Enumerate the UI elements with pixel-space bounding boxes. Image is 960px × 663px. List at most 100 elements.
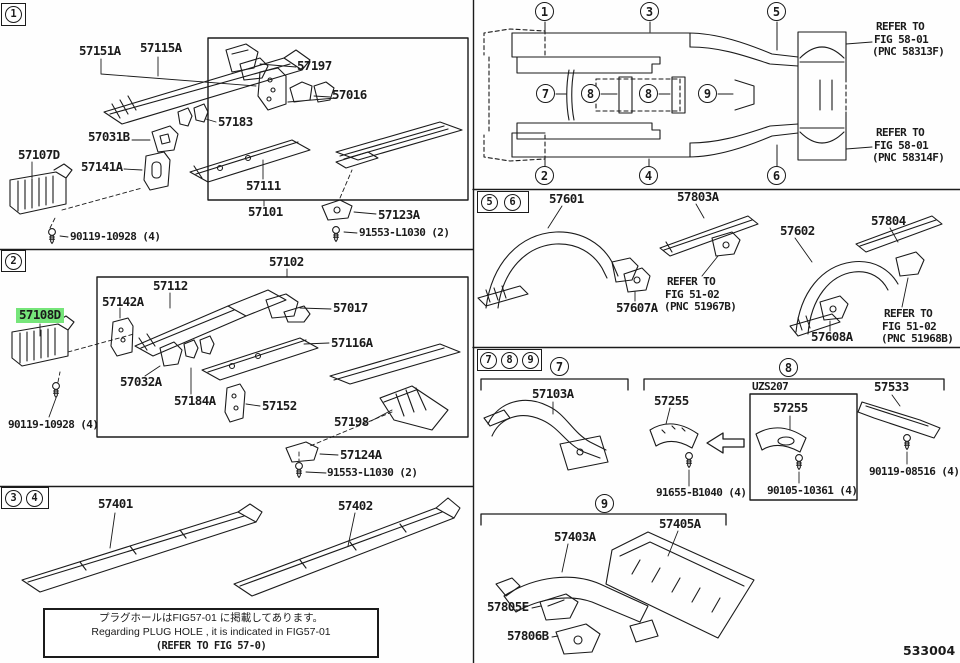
panel56-parts [477, 203, 943, 337]
overview-callout-6: 6 [767, 166, 786, 185]
badge-5: 5 [481, 194, 498, 211]
refer-line: FIG 51-02 [665, 287, 720, 301]
fastener-label-91655-b1040[interactable]: 91655-B1040 (4) [656, 486, 747, 499]
part-57607a [623, 267, 651, 293]
panel2-leaders [39, 268, 393, 474]
badge-9: 9 [522, 352, 539, 369]
refer-line: REFER TO [876, 20, 925, 33]
part-label-57124a[interactable]: 57124A [340, 447, 382, 462]
part-57401 [21, 511, 257, 593]
model-code-uzs207: UZS207 [752, 380, 789, 393]
part-57608a [819, 295, 849, 321]
part-label-57103a[interactable]: 57103A [532, 386, 574, 401]
part-57116a [201, 337, 319, 381]
part-label-57608a[interactable]: 57608A [811, 329, 853, 344]
overview-callout-8a: 8 [581, 84, 600, 103]
part-57402 [233, 507, 455, 597]
part-label-57152[interactable]: 57152 [262, 398, 297, 413]
part-57124a [285, 441, 319, 463]
overview-callout-7: 7 [536, 84, 555, 103]
part-label-57803a[interactable]: 57803A [677, 189, 719, 204]
overview-callout-8b: 8 [639, 84, 658, 103]
fastener-label-90119-08516[interactable]: 90119-08516 (4) [869, 465, 960, 478]
panel1-dashed-leaders [49, 169, 353, 229]
part-label-57123a[interactable]: 57123A [378, 207, 420, 222]
part-label-57111[interactable]: 57111 [246, 178, 281, 193]
part-label-57806b[interactable]: 57806B [507, 628, 549, 643]
note-line-english: Regarding PLUG HOLE , it is indicated in… [91, 626, 331, 638]
group-brackets [480, 378, 945, 526]
part-label-57017[interactable]: 57017 [333, 300, 368, 315]
fastener-label-91553-l1030-p2[interactable]: 91553-L1030 (2) [327, 466, 418, 479]
part-label-57255-boxed[interactable]: 57255 [773, 400, 808, 415]
part-label-57151a[interactable]: 57151A [79, 43, 121, 58]
panel9-parts [495, 530, 755, 655]
part-label-57101[interactable]: 57101 [248, 204, 283, 219]
part-label-57198[interactable]: 57198 [334, 414, 369, 429]
part-rocker-outer [335, 121, 463, 161]
part-label-57031b[interactable]: 57031B [88, 129, 130, 144]
note-line-japanese: プラグホールはFIG57-01 に掲載してあります。 [98, 612, 324, 624]
panel2-dashed-leaders [57, 333, 393, 462]
part-label-57805e[interactable]: 57805E [487, 599, 529, 614]
part-label-57804[interactable]: 57804 [871, 213, 906, 228]
part-57403a [503, 576, 649, 623]
part-57198 [379, 385, 449, 431]
refer-note-51967b: REFER TO FIG 51-02 (PNC 51967B) [664, 275, 737, 314]
part-label-57184a[interactable]: 57184A [174, 393, 216, 408]
part-label-57403a[interactable]: 57403A [554, 529, 596, 544]
part-label-57533[interactable]: 57533 [874, 379, 909, 394]
part-label-57401[interactable]: 57401 [98, 496, 133, 511]
part-label-57108d[interactable]: 57108D [16, 308, 64, 323]
badge-1: 1 [5, 6, 22, 23]
part-label-57115a[interactable]: 57115A [140, 40, 182, 55]
part-label-57183[interactable]: 57183 [218, 114, 253, 129]
part-57142a [110, 317, 134, 357]
part-label-57402[interactable]: 57402 [338, 498, 373, 513]
note-line-refer: (REFER TO FIG 57-0) [155, 640, 267, 652]
fastener-label-90119-10928-p2[interactable]: 90119-10928 (4) [8, 418, 99, 431]
part-57103a [487, 399, 607, 451]
part-label-57602[interactable]: 57602 [780, 223, 815, 238]
panel9-leaders [531, 530, 679, 638]
part-label-57197[interactable]: 57197 [297, 58, 332, 73]
refer-line: (PNC 58313F) [872, 45, 945, 58]
part-label-57112[interactable]: 57112 [153, 278, 188, 293]
panel34-parts [21, 497, 461, 597]
fastener-label-91553-l1030-p1[interactable]: 91553-L1030 (2) [359, 226, 450, 239]
part-57017 [265, 293, 311, 323]
part-label-57601[interactable]: 57601 [549, 191, 584, 206]
fastener-label-90105-10361[interactable]: 90105-10361 (4) [767, 484, 858, 497]
part-57107d [9, 163, 73, 215]
part-57602 [795, 260, 899, 333]
overview-callout-9: 9 [698, 84, 717, 103]
part-label-57405a[interactable]: 57405A [659, 516, 701, 531]
part-label-57032a[interactable]: 57032A [120, 374, 162, 389]
part-bracket-51968b [895, 251, 925, 277]
part-label-57116a[interactable]: 57116A [331, 335, 373, 350]
part-label-57142a[interactable]: 57142A [102, 294, 144, 309]
part-label-57016[interactable]: 57016 [332, 87, 367, 102]
refer-line: REFER TO [876, 126, 925, 139]
badge-2: 2 [5, 253, 22, 270]
part-label-57102[interactable]: 57102 [269, 254, 304, 269]
refer-line: FIG 58-01 [874, 32, 929, 46]
badge-8: 8 [501, 352, 518, 369]
part-57032a [159, 341, 183, 367]
part-label-57107d[interactable]: 57107D [18, 147, 60, 162]
part-57803a [659, 215, 759, 257]
bracket-7 [480, 378, 629, 391]
part-57112 [134, 305, 247, 357]
fastener-label-90119-10928-p1[interactable]: 90119-10928 (4) [70, 230, 161, 243]
part-label-57607a[interactable]: 57607A [616, 300, 658, 315]
part-label-57141a[interactable]: 57141A [81, 159, 123, 174]
bracket-8 [643, 378, 945, 391]
part-label-57255-left[interactable]: 57255 [654, 393, 689, 408]
badge-4: 4 [26, 490, 43, 507]
part-57804 [855, 215, 943, 253]
part-57111 [189, 139, 311, 183]
panel1-leaders [31, 56, 377, 238]
refer-line: (PNC 58314F) [872, 151, 945, 164]
part-57123a [321, 199, 353, 221]
